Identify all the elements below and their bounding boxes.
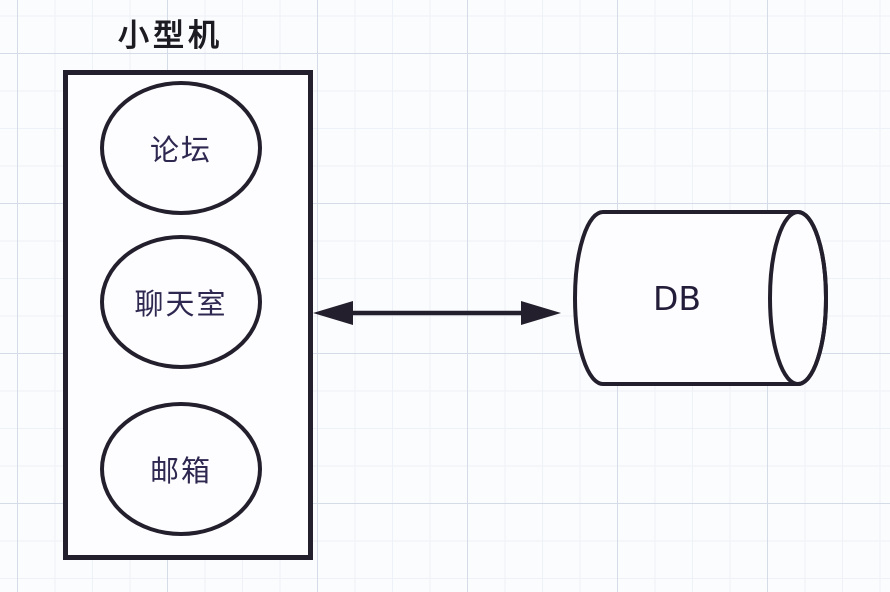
module-label-forum: 论坛 xyxy=(149,135,212,167)
bidirectional-arrow-icon xyxy=(313,301,561,325)
module-ellipse-mailbox: 邮箱 xyxy=(100,402,262,536)
database-cylinder: DB xyxy=(573,210,828,386)
minicomputer-title: 小型机 xyxy=(118,18,223,53)
module-label-chatroom: 聊天室 xyxy=(134,289,228,321)
module-ellipse-chatroom: 聊天室 xyxy=(100,235,262,369)
module-ellipse-forum: 论坛 xyxy=(100,81,262,215)
database-label: DB xyxy=(653,279,701,318)
module-label-mailbox: 邮箱 xyxy=(149,456,212,488)
